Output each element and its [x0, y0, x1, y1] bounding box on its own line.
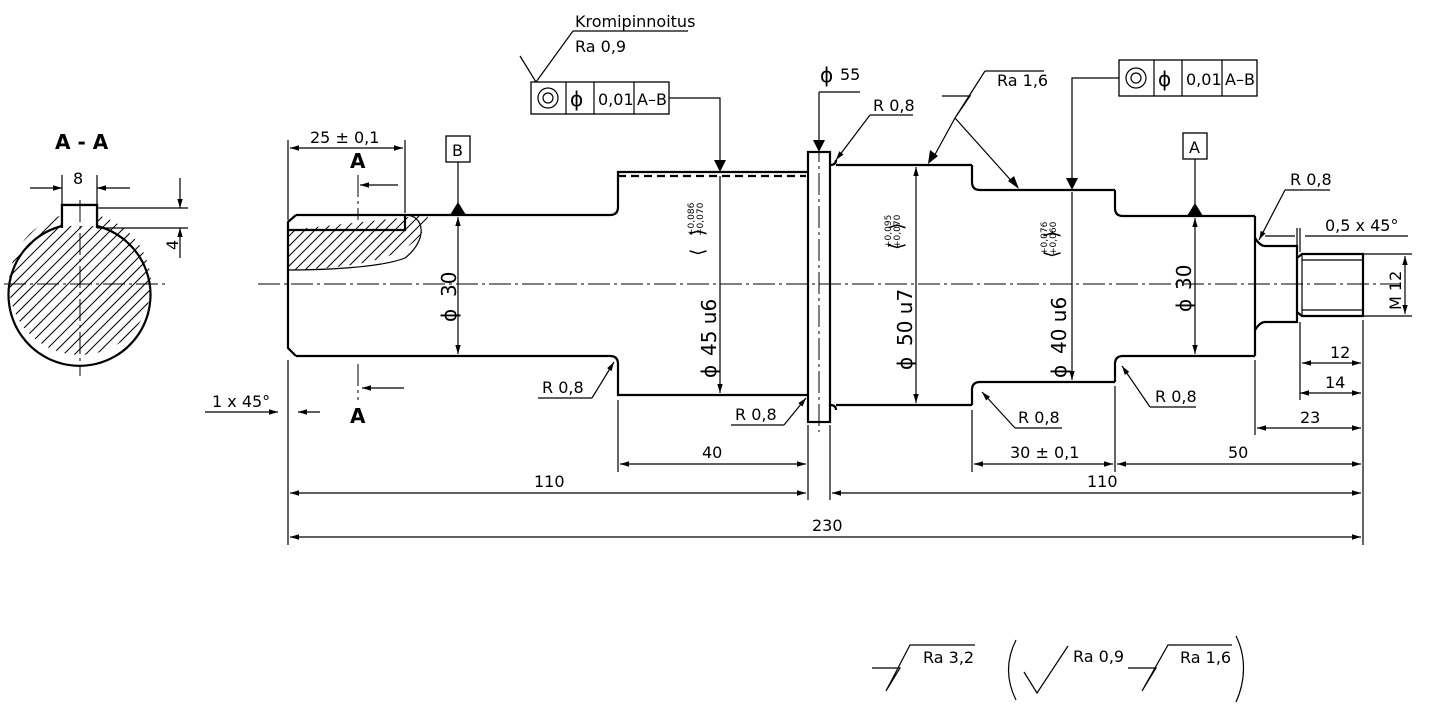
- len-50-value: 50: [1228, 443, 1248, 462]
- len-230-value: 230: [812, 516, 843, 535]
- surface-ra-1-6: Ra 1,6: [928, 70, 1048, 189]
- datum-b: B: [445, 135, 471, 215]
- svg-text:⟨: ⟨: [687, 249, 709, 256]
- coating-label: Kromipinnoitus: [575, 12, 695, 31]
- surface-symbol-main: [872, 644, 975, 692]
- dim-d55: ϕ 55: [813, 63, 860, 152]
- datum-b-label: B: [452, 141, 463, 160]
- keyway-length-value: 25 ± 0,1: [310, 128, 379, 147]
- chamfer-left: 1 x 45°: [205, 392, 320, 415]
- d50-value: 50 u7: [893, 289, 917, 346]
- length-dimensions: 25 ± 0,1 40 30 ± 0,1 50 110 110 230 12: [287, 128, 1364, 545]
- section-mark-bottom: A: [350, 404, 366, 428]
- section-view-a-a: A - A 8 4: [4, 130, 188, 376]
- diameter-symbol: ϕ: [570, 87, 583, 111]
- d50-tol-up: +0,095: [884, 215, 894, 248]
- svg-text:ϕ: ϕ: [1047, 365, 1071, 378]
- len-110-right-value: 110: [1087, 472, 1118, 491]
- fcf-left-datum: A–B: [637, 90, 667, 109]
- datum-a-label: A: [1189, 138, 1200, 157]
- section-outline: [7, 203, 152, 367]
- svg-text:ϕ: ϕ: [1172, 299, 1196, 312]
- len-12-value: 12: [1330, 343, 1350, 362]
- radius-top-mid: R 0,8: [873, 96, 915, 115]
- len-14-value: 14: [1325, 373, 1345, 392]
- coating-ra: Ra 0,9: [575, 37, 626, 56]
- section-cut-markers: A A: [350, 149, 404, 428]
- radius-bot-left: R 0,8: [542, 378, 584, 397]
- svg-text:⟨: ⟨: [1041, 251, 1063, 258]
- radius-top-right: R 0,8: [1290, 170, 1332, 189]
- radius-bot-mid: R 0,8: [735, 405, 777, 424]
- svg-text:ϕ: ϕ: [893, 357, 917, 370]
- surface-symbol-b: [1128, 644, 1232, 692]
- concentricity-icon: [537, 87, 559, 109]
- radius-bot-mid2: R 0,8: [1018, 408, 1060, 427]
- d55-value: 55: [840, 65, 860, 84]
- svg-text:⟨: ⟨: [886, 243, 908, 250]
- fcf-right: ϕ 0,01 A–B: [1066, 59, 1258, 190]
- fcf-right-datum: A–B: [1225, 70, 1255, 89]
- thread-value: M 12: [1386, 271, 1405, 310]
- d40-value: 40 u6: [1047, 297, 1071, 354]
- keyway-depth-value: 4: [163, 240, 182, 250]
- ra-mid-label: Ra 1,6: [997, 71, 1048, 90]
- radius-callouts: R 0,8 R 0,8 R 0,8 R 0,8 R 0,8 R 0,8: [538, 96, 1332, 429]
- svg-text:ϕ: ϕ: [820, 63, 833, 87]
- svg-text:⟩: ⟩: [1041, 231, 1063, 238]
- fcf-left: ϕ 0,01 A–B: [530, 81, 726, 172]
- dim-d45: ϕ 45 u6 ⟨ ⟩ +0,086 +0,070: [687, 176, 723, 393]
- d40-tol-up: +0,076: [1040, 221, 1050, 255]
- dim-d50: ϕ 50 u7 ⟨ ⟩ +0,095 +0,070: [884, 167, 919, 403]
- svg-text:⟩: ⟩: [687, 229, 709, 236]
- d45-tol-lo: +0,070: [696, 202, 706, 236]
- paren-left: [1007, 639, 1017, 701]
- surface-symbol-a: [1023, 645, 1069, 695]
- len-110-left-value: 110: [534, 472, 565, 491]
- paren-right: [1235, 635, 1245, 703]
- dim-thread: M 12: [1363, 253, 1412, 317]
- keyway-hatch: [288, 215, 428, 270]
- concentricity-icon-2: [1125, 67, 1147, 89]
- datum-a: A: [1182, 132, 1208, 216]
- coating-callout: Kromipinnoitus Ra 0,9: [519, 12, 695, 84]
- fcf-right-tol: 0,01: [1186, 70, 1222, 89]
- finish-b: Ra 1,6: [1180, 648, 1231, 667]
- d40-tol-lo: +0,060: [1049, 221, 1059, 255]
- d50-tol-lo: +0,070: [893, 214, 903, 248]
- section-title: A - A: [55, 130, 109, 154]
- chamfer-right-value: 0,5 x 45°: [1325, 216, 1398, 235]
- chamfer-left-value: 1 x 45°: [212, 392, 270, 411]
- section-mark-top: A: [350, 149, 366, 173]
- len-30-value: 30 ± 0,1: [1010, 443, 1079, 462]
- d30-right-value: 30: [1172, 265, 1196, 290]
- dim-d40: ϕ 40 u6 ⟨ ⟩ +0,076 +0,060: [1040, 192, 1075, 380]
- radius-bot-right: R 0,8: [1155, 387, 1197, 406]
- finish-main: Ra 3,2: [923, 648, 974, 667]
- len-40-value: 40: [702, 443, 722, 462]
- general-surface-finish: Ra 3,2 Ra 0,9 Ra 1,6: [872, 635, 1245, 703]
- diameter-symbol-2: ϕ: [1158, 67, 1171, 91]
- fcf-left-tol: 0,01: [598, 90, 634, 109]
- svg-text:ϕ: ϕ: [437, 309, 461, 322]
- shaft-outline: [286, 140, 1365, 432]
- d45-tol-up: +0,086: [687, 202, 697, 236]
- svg-text:ϕ: ϕ: [697, 365, 721, 378]
- keyway-width-value: 8: [73, 169, 83, 188]
- dim-d30-right: ϕ 30: [1172, 218, 1198, 354]
- svg-text:⟩: ⟩: [886, 223, 908, 230]
- finish-a: Ra 0,9: [1073, 647, 1124, 666]
- chamfer-right: 0,5 x 45°: [1265, 216, 1408, 252]
- d30-left-value: 30: [437, 272, 461, 297]
- dim-d30-left: ϕ 30: [437, 217, 461, 354]
- d45-value: 45 u6: [697, 299, 721, 356]
- len-23-value: 23: [1300, 408, 1320, 427]
